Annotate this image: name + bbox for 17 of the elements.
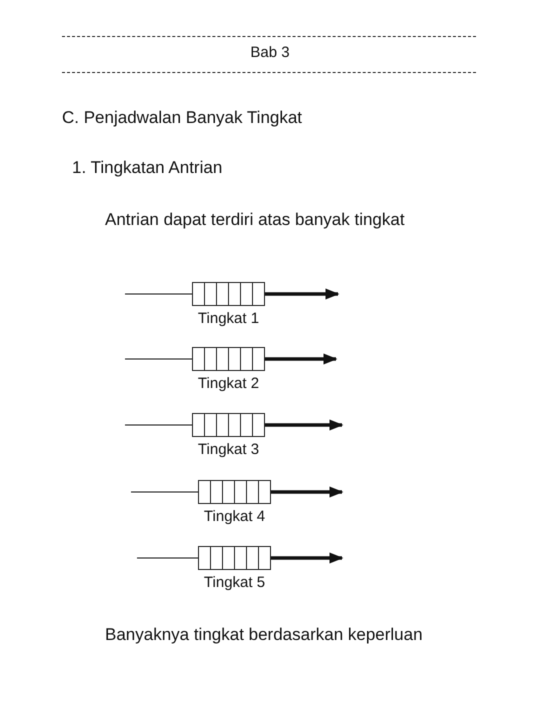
queue-label: Tingkat 5 xyxy=(202,574,266,591)
queue-label: Tingkat 2 xyxy=(196,375,260,392)
subsection-heading: 1. Tingkatan Antrian xyxy=(72,158,222,178)
section-heading: C. Penjadwalan Banyak Tingkat xyxy=(62,108,302,128)
description-text: Antrian dapat terdiri atas banyak tingkat xyxy=(105,210,405,230)
queue-label: Tingkat 4 xyxy=(202,508,266,525)
arrow xyxy=(265,353,338,365)
conclusion-text: Banyaknya tingkat berdasarkan keperluan xyxy=(105,625,423,646)
arrow xyxy=(271,486,344,498)
chapter-heading: Bab 3 xyxy=(249,44,291,62)
arrow xyxy=(271,552,344,564)
input-line xyxy=(124,358,192,360)
arrow xyxy=(265,419,344,431)
queue-label: Tingkat 3 xyxy=(196,441,260,458)
input-line xyxy=(124,424,192,426)
queue-label: Tingkat 1 xyxy=(196,310,260,327)
arrow xyxy=(265,288,340,300)
